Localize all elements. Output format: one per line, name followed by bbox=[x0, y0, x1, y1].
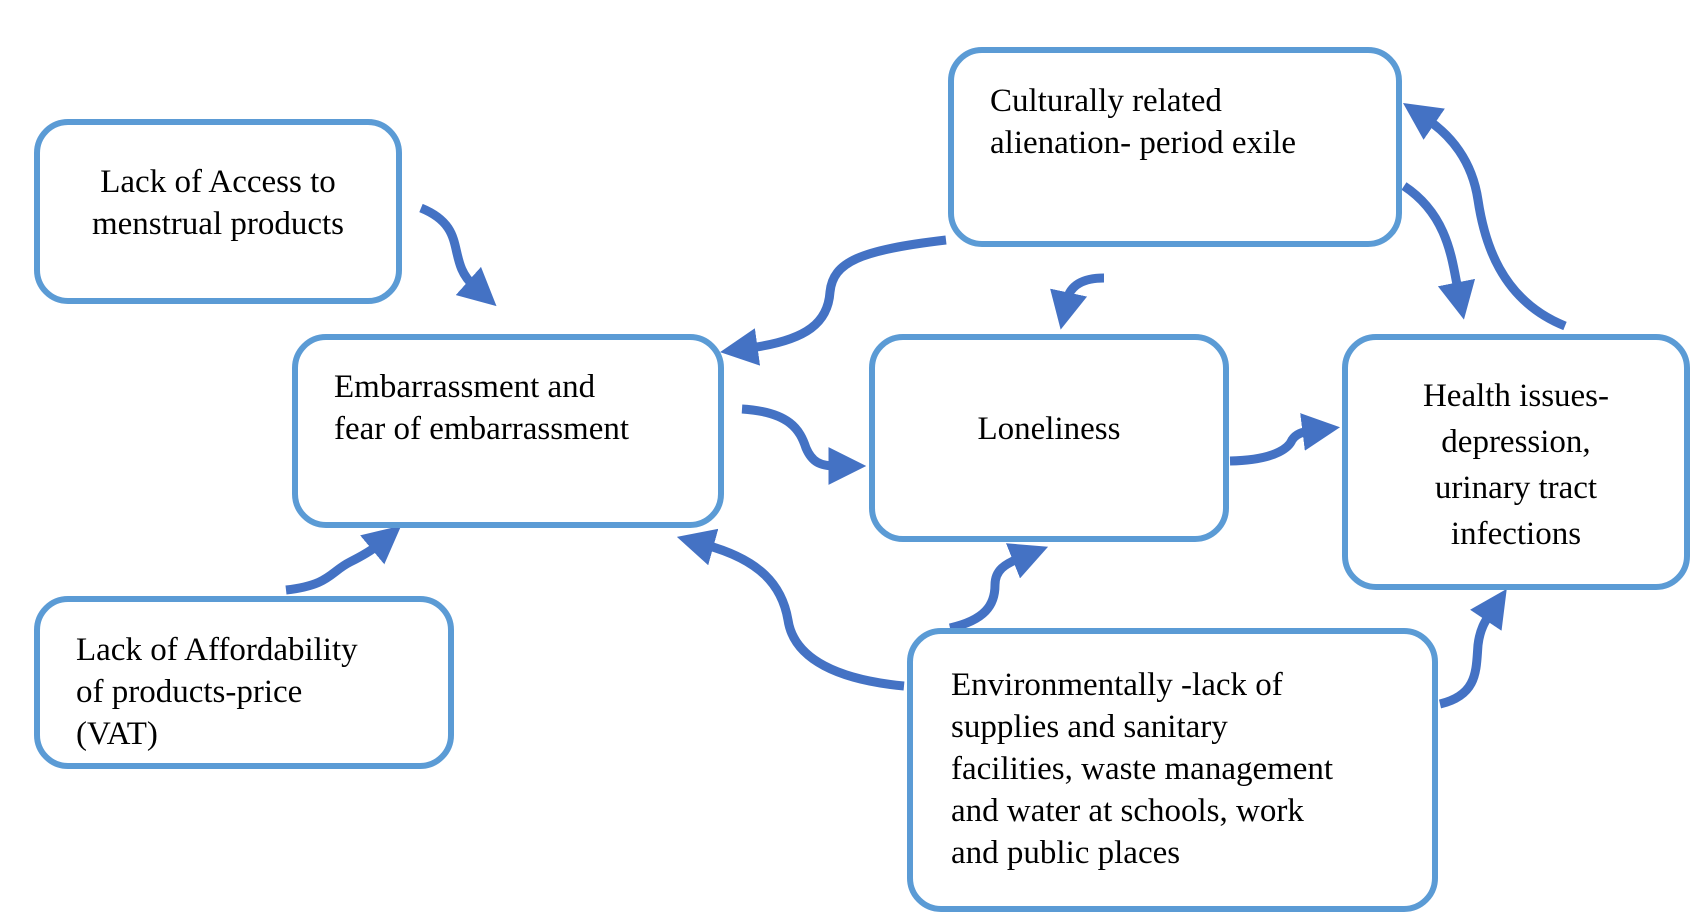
arrow-cultural-to-health bbox=[1401, 182, 1476, 320]
node-text-line: Culturally related bbox=[990, 83, 1222, 119]
node-cultural-alienation: Culturally related alienation- period ex… bbox=[948, 47, 1402, 247]
node-text-line: Health issues- bbox=[1422, 378, 1610, 414]
node-text-line: Environmentally -lack of bbox=[951, 667, 1283, 703]
node-text-line: of products-price bbox=[76, 674, 303, 710]
node-text-line: depression, bbox=[1441, 424, 1591, 460]
arrow-environment-to-loneliness bbox=[948, 543, 1049, 633]
node-text-line: fear of embarrassment bbox=[334, 411, 630, 447]
node-text-line: facilities, waste management bbox=[951, 751, 1334, 787]
arrow-environment-to-embarrassment bbox=[676, 528, 905, 691]
node-lack-of-affordability: Lack of Affordability of products-price … bbox=[34, 596, 454, 769]
arrow-loneliness-to-health bbox=[1229, 413, 1341, 466]
node-text-line: infections bbox=[1450, 516, 1582, 552]
node-lack-of-access: Lack of Access to menstrual products bbox=[34, 119, 402, 304]
node-text-line: menstrual products bbox=[91, 206, 345, 242]
arrow-environment-to-health bbox=[1438, 588, 1507, 709]
node-health-issues: Health issues- depression, urinary tract… bbox=[1342, 334, 1690, 590]
node-text-line: supplies and sanitary bbox=[951, 709, 1228, 745]
node-text-line: alienation- period exile bbox=[990, 125, 1297, 161]
node-embarrassment: Embarrassment and fear of embarrassment bbox=[292, 334, 724, 528]
node-text-line: Loneliness bbox=[977, 411, 1121, 447]
node-text-line: (VAT) bbox=[76, 716, 158, 752]
node-text-line: and public places bbox=[951, 835, 1181, 871]
arrow-access-to-embarrassment bbox=[419, 203, 497, 307]
arrow-cultural-to-loneliness bbox=[1050, 273, 1105, 330]
node-loneliness: Loneliness bbox=[869, 334, 1229, 542]
arrow-embarrassment-to-loneliness bbox=[741, 404, 867, 485]
node-text-line: and water at schools, work bbox=[951, 793, 1304, 829]
node-text-line: Lack of Access to bbox=[100, 164, 336, 200]
node-environmental-factors: Environmentally -lack of supplies and sa… bbox=[907, 628, 1438, 912]
node-text-line: Lack of Affordability bbox=[76, 632, 358, 668]
arrow-cultural-to-embarrassment bbox=[720, 235, 947, 366]
arrow-health-to-cultural bbox=[1403, 102, 1567, 331]
node-text-line: Embarrassment and bbox=[334, 369, 596, 405]
node-text-line: urinary tract bbox=[1434, 470, 1598, 506]
arrow-affordability-to-embarrassment bbox=[285, 525, 402, 595]
